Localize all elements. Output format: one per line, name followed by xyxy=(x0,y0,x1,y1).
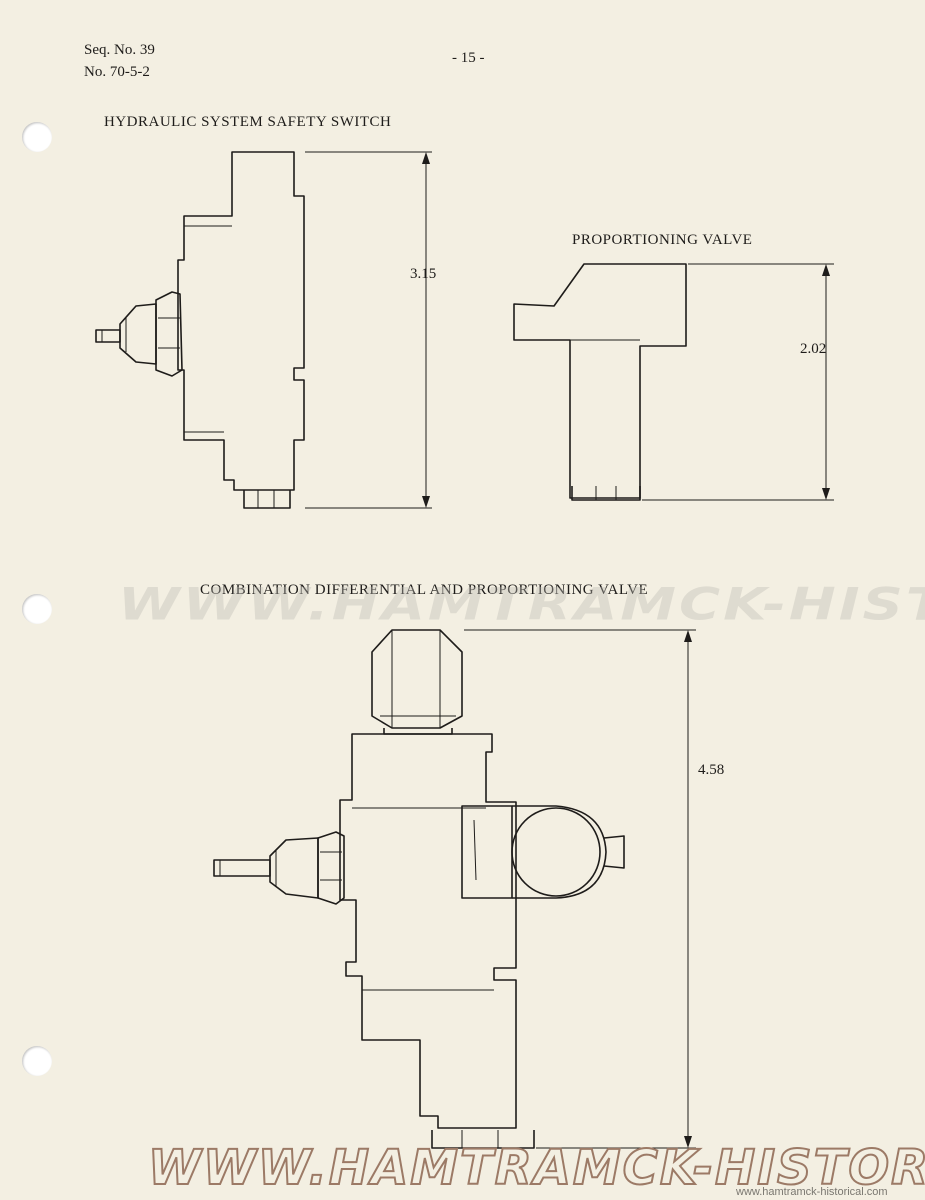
document-number: No. 70-5-2 xyxy=(84,64,150,80)
proportioning-valve-dimension: 2.02 xyxy=(800,341,827,357)
safety-switch-dimension: 3.15 xyxy=(410,266,437,282)
page-number: - 15 - xyxy=(452,50,485,66)
watermark-middle: WWW.HAMTRAMCK-HISTORICAL.COM xyxy=(118,578,925,631)
safety-switch-drawing xyxy=(95,151,432,509)
combination-valve-dimension: 4.58 xyxy=(698,762,725,778)
binder-hole-top xyxy=(22,122,52,152)
binder-hole-middle xyxy=(22,594,52,624)
watermark-bottom: WWW.HAMTRAMCK-HISTORICAL.COM xyxy=(147,1139,925,1197)
sequence-number: Seq. No. 39 xyxy=(84,42,155,58)
combination-valve-title: COMBINATION DIFFERENTIAL AND PROPORTIONI… xyxy=(200,582,649,598)
safety-switch-title: HYDRAULIC SYSTEM SAFETY SWITCH xyxy=(104,114,392,130)
binder-hole-bottom xyxy=(22,1046,52,1076)
proportioning-valve-drawing xyxy=(513,263,834,501)
combination-valve-drawing xyxy=(213,629,696,1149)
proportioning-valve-title: PROPORTIONING VALVE xyxy=(572,232,753,248)
watermark-small: www.hamtramck-historical.com xyxy=(736,1186,888,1198)
